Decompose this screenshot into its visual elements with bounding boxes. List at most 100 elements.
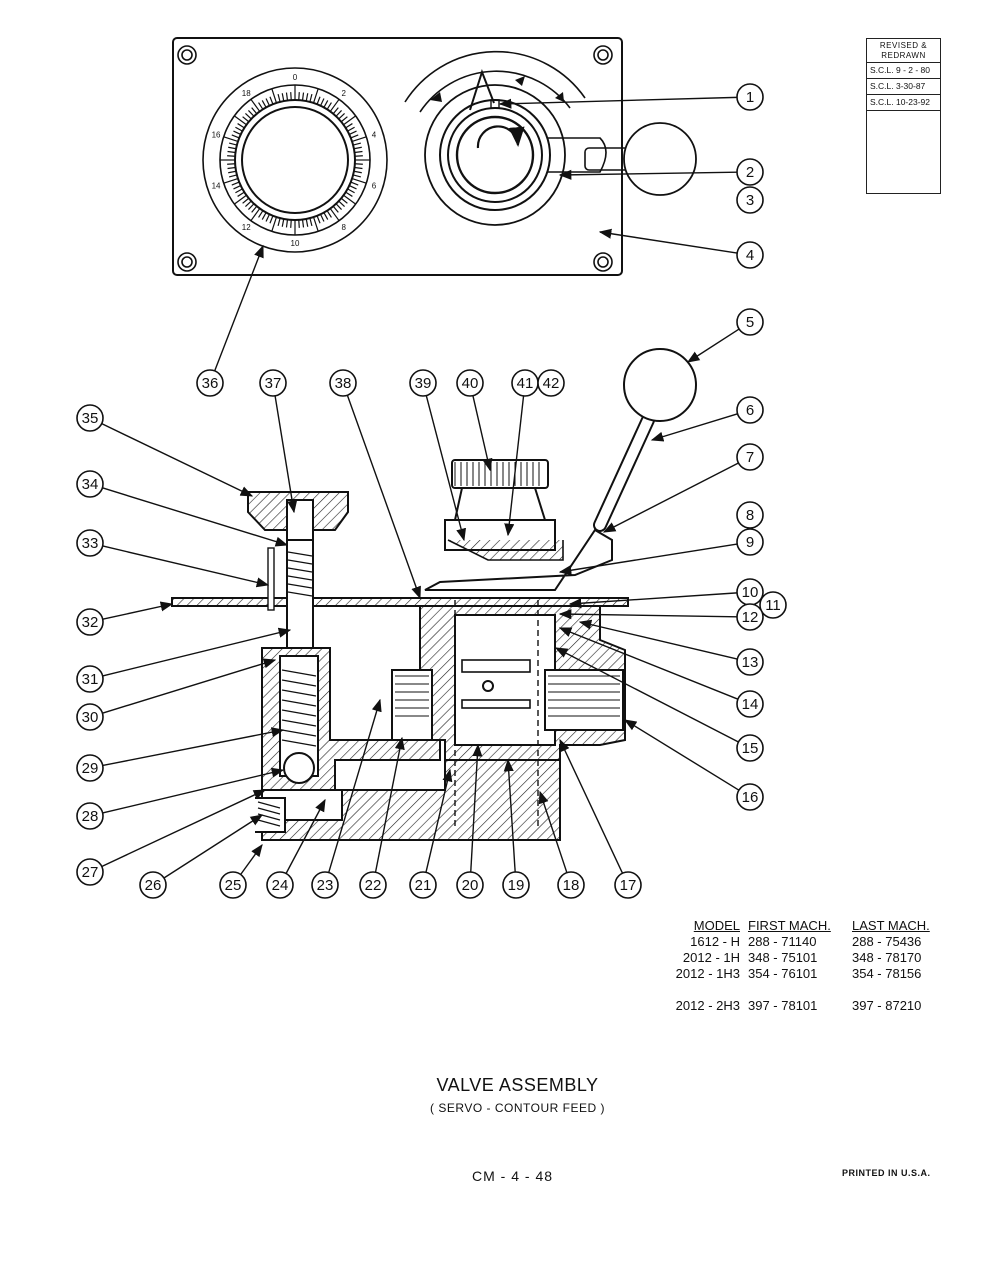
dial-tick bbox=[351, 177, 367, 184]
callout-leader bbox=[568, 592, 738, 609]
callout-leader bbox=[598, 228, 738, 254]
dial-tick bbox=[237, 191, 245, 197]
dial-tick bbox=[228, 146, 237, 150]
callout-leader bbox=[602, 462, 739, 533]
callout-leader bbox=[538, 790, 568, 873]
callout-bubble bbox=[76, 608, 104, 636]
spool bbox=[454, 614, 556, 746]
dial-tick bbox=[223, 177, 239, 184]
dial-tick bbox=[228, 142, 238, 146]
part-callouts: 1234567891011121314151617181920212223242… bbox=[76, 83, 787, 899]
callout-bubble bbox=[736, 83, 764, 111]
callout-number: 13 bbox=[742, 654, 759, 671]
dial-tick bbox=[231, 181, 240, 186]
dial-tick bbox=[326, 210, 332, 218]
model-row: 2012 - 1H3 354 - 76101 354 - 78156 bbox=[668, 966, 962, 982]
revision-entry: S.C.L. 9 - 2 - 80 bbox=[867, 63, 940, 79]
callout-leader bbox=[102, 545, 270, 588]
dial-tick bbox=[285, 219, 289, 228]
callout-leader bbox=[578, 619, 738, 660]
dial-tick bbox=[227, 163, 236, 165]
callout-number: 4 bbox=[746, 247, 754, 264]
dial-number: 18 bbox=[242, 89, 251, 98]
dial-tick bbox=[349, 130, 357, 135]
callout-leader bbox=[470, 743, 483, 873]
dial-number: 2 bbox=[342, 89, 347, 98]
callout-leader bbox=[240, 843, 263, 875]
dial-tick bbox=[235, 126, 243, 132]
last-mach-cell: 397 - 87210 bbox=[852, 998, 922, 1013]
dial-number: 14 bbox=[212, 182, 221, 191]
dial-tick bbox=[354, 155, 363, 157]
dial-tick bbox=[343, 115, 357, 126]
callout-bubble bbox=[76, 665, 104, 693]
callout-bubble bbox=[736, 690, 764, 718]
dial-tick bbox=[233, 185, 241, 190]
callout-leader bbox=[686, 328, 740, 363]
callout-bubble bbox=[759, 591, 787, 619]
drawing-subtitle: ( SERVO - CONTOUR FEED ) bbox=[430, 1101, 605, 1115]
callout-number: 19 bbox=[508, 877, 525, 894]
drawing-number: CM - 4 - 48 bbox=[472, 1168, 554, 1184]
dial-tick bbox=[228, 170, 237, 174]
last-mach-cell: 288 - 75436 bbox=[852, 934, 922, 949]
callout-number: 34 bbox=[82, 476, 99, 493]
dial-tick bbox=[233, 130, 241, 135]
mounting-holes bbox=[177, 45, 613, 272]
model-cell: 2012 - 1H bbox=[682, 950, 740, 965]
dial-tick bbox=[352, 142, 362, 146]
callout-leader bbox=[558, 169, 738, 180]
dial-tick bbox=[227, 155, 236, 157]
dial-tick bbox=[250, 98, 261, 112]
last-mach-cell: 348 - 78170 bbox=[852, 950, 922, 965]
callout-bubble bbox=[456, 871, 484, 899]
dial-number: 0 bbox=[293, 73, 298, 82]
dial-tick bbox=[248, 110, 255, 117]
callout-bubble bbox=[736, 734, 764, 762]
callout-leader bbox=[163, 814, 264, 879]
callout-number: 41 bbox=[517, 375, 534, 392]
callout-leader bbox=[425, 768, 453, 873]
dial-tick bbox=[290, 92, 292, 101]
callout-number: 37 bbox=[265, 375, 282, 392]
first-mach-cell: 397 - 78101 bbox=[748, 998, 818, 1013]
dial-tick bbox=[271, 88, 278, 104]
callout-number: 12 bbox=[742, 609, 759, 626]
dial-tick bbox=[316, 215, 321, 224]
callout-bubble bbox=[736, 158, 764, 186]
callout-number: 16 bbox=[742, 789, 759, 806]
callout-number: 5 bbox=[746, 314, 754, 331]
callout-bubble bbox=[76, 703, 104, 731]
revision-entry: S.C.L. 10-23-92 bbox=[867, 95, 940, 111]
panel-plate bbox=[172, 37, 623, 276]
callout-bubble bbox=[736, 241, 764, 269]
dial-tick bbox=[345, 123, 353, 129]
dial-tick bbox=[235, 188, 243, 194]
callout-number: 32 bbox=[82, 614, 99, 631]
model-row: 1612 - H 288 - 71140 288 - 75436 bbox=[668, 934, 962, 950]
callout-bubble bbox=[259, 369, 287, 397]
revision-header-line1: REVISED & bbox=[879, 41, 928, 50]
dial-number: 6 bbox=[372, 182, 377, 191]
callout-leader bbox=[623, 719, 740, 791]
dial-tick bbox=[301, 92, 305, 101]
callout-number: 27 bbox=[82, 864, 99, 881]
dial-tick bbox=[350, 181, 359, 186]
dial-tick bbox=[281, 218, 285, 227]
lever-ball bbox=[623, 348, 697, 422]
dial-tick bbox=[353, 170, 362, 174]
dial-tick bbox=[343, 194, 357, 205]
callout-number: 23 bbox=[317, 877, 334, 894]
dial-tick bbox=[323, 212, 329, 220]
dial-tick bbox=[351, 136, 367, 143]
callout-number: 38 bbox=[335, 375, 352, 392]
revision-header: REVISED & REDRAWN bbox=[867, 39, 940, 63]
callout-bubble bbox=[736, 528, 764, 556]
callout-leader bbox=[285, 798, 326, 874]
dial-tick bbox=[354, 150, 363, 154]
dial-tick bbox=[227, 150, 236, 154]
callout-bubble bbox=[537, 369, 565, 397]
dial-tick bbox=[312, 216, 319, 232]
last-mach-header: LAST MACH. bbox=[852, 918, 930, 933]
dial-tick bbox=[335, 203, 342, 210]
